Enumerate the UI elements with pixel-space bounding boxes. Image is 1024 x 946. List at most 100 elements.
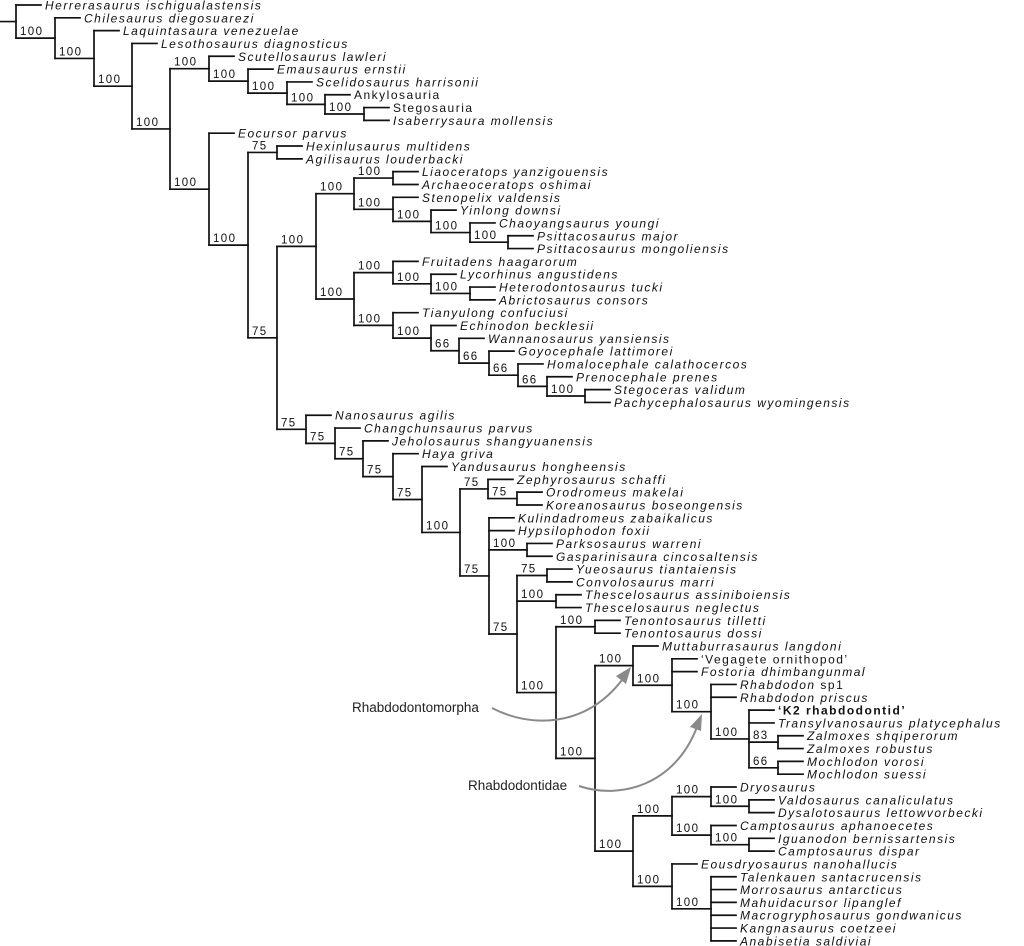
support-value: 100 xyxy=(637,673,660,685)
taxon-name: Eocursor parvus xyxy=(238,127,348,141)
taxon-name: Thescelosaurus assiniboiensis xyxy=(585,588,791,602)
taxon-label: Macrogryphosaurus gondwanicus xyxy=(740,909,963,923)
branches xyxy=(0,4,804,942)
taxon-label: Hexinlusaurus multidens xyxy=(306,140,471,154)
taxon-name: Camptosaurus dispar xyxy=(778,845,921,859)
taxon-name: Convolosaurus marri xyxy=(576,575,715,589)
taxon-name: Kulindadromeus zabaikalicus xyxy=(518,511,714,525)
taxon-name: ‘K2 rhabdodontid’ xyxy=(778,704,906,718)
taxon-label: Mochlodon suessi xyxy=(807,768,927,782)
taxon-label: Dysalotosaurus lettowvorbecki xyxy=(778,806,984,820)
support-value: 100 xyxy=(637,874,660,886)
taxon-label: Yinlong downsi xyxy=(460,204,562,218)
taxon-label: Chaoyangsaurus youngi xyxy=(499,216,660,230)
taxon-name: Eousdryosaurus nanohallucis xyxy=(701,857,898,871)
taxon-label: Herrerasaurus ischigualastensis xyxy=(45,0,262,13)
taxon-label: Agilisaurus louderbacki xyxy=(305,152,464,166)
taxon-name: Stegoceras validum xyxy=(614,383,746,397)
taxon-label: Zalmoxes shqiperorum xyxy=(806,729,959,743)
support-value: 100 xyxy=(599,654,622,666)
taxon-label: Isaberrysaura mollensis xyxy=(393,114,554,128)
support-value: 75 xyxy=(521,563,537,575)
taxon-name: Scutellosaurus lawleri xyxy=(238,50,387,64)
support-value: 100 xyxy=(174,177,197,189)
support-value: 100 xyxy=(435,221,458,233)
support-value: 100 xyxy=(715,794,738,806)
taxon-qualifier: sp1 xyxy=(816,678,845,692)
taxon-label: Transylvanosaurus platycephalus xyxy=(778,716,1002,730)
support-value: 100 xyxy=(320,287,343,299)
support-value: 100 xyxy=(213,69,236,81)
support-value: 100 xyxy=(676,897,699,909)
taxon-name: Hypsilophodon foxii xyxy=(518,524,651,538)
taxon-name: Prenocephale prenes xyxy=(576,370,719,384)
taxon-name: Tenontosaurus dossi xyxy=(624,627,763,641)
support-value: 100 xyxy=(560,615,583,627)
taxon-name: Psittacosaurus major xyxy=(537,229,679,243)
taxon-name: Fruitadens haagarorum xyxy=(422,255,578,269)
taxon-name: Heterodontosaurus tucki xyxy=(499,281,664,295)
support-value: 100 xyxy=(435,281,458,293)
support-value: 100 xyxy=(599,839,622,851)
taxon-label: Prenocephale prenes xyxy=(576,370,719,384)
annotation-rhabdodontomorpha: Rhabdodontomorpha xyxy=(352,700,479,715)
taxon-name: Tenontosaurus tilletti xyxy=(624,614,767,628)
support-value: 100 xyxy=(20,26,43,38)
support-value: 75 xyxy=(339,447,355,459)
taxon-label: Lesothosaurus diagnosticus xyxy=(161,37,349,51)
support-value: 75 xyxy=(281,417,297,429)
arrowhead-icon xyxy=(690,714,702,731)
taxon-label: Haya griva xyxy=(422,447,494,461)
taxon-label: Talenkauen santacrucensis xyxy=(740,870,922,884)
taxon-label: Thescelosaurus assiniboiensis xyxy=(585,588,791,602)
support-value: 100 xyxy=(358,166,381,178)
taxon-name: ‘Vegagete ornithopod’ xyxy=(701,652,849,666)
taxon-name: Orodromeus makelai xyxy=(546,486,684,500)
support-value: 100 xyxy=(358,261,381,273)
support-value: 66 xyxy=(435,339,451,351)
taxon-label: Iguanodon bernissartensis xyxy=(778,832,956,846)
taxon-label: Rhabdodon priscus xyxy=(740,691,869,705)
support-value: 100 xyxy=(329,102,352,114)
support-value: 75 xyxy=(310,431,326,443)
taxon-name: Zalmoxes robustus xyxy=(806,742,934,756)
taxon-label: Zephyrosaurus schaffi xyxy=(516,473,667,487)
support-value: 100 xyxy=(426,520,449,532)
taxon-name: Hexinlusaurus multidens xyxy=(306,140,471,154)
taxon-label: Laquintasaura venezuelae xyxy=(123,24,300,38)
support-value: 100 xyxy=(358,197,381,209)
taxon-name: Valdosaurus canaliculatus xyxy=(778,793,954,807)
support-value: 100 xyxy=(397,326,420,338)
taxon-name: Archaeoceratops oshimai xyxy=(421,178,592,192)
taxon-label: Psittacosaurus mongoliensis xyxy=(537,242,730,256)
taxon-label: Orodromeus makelai xyxy=(546,486,684,500)
support-value: 100 xyxy=(521,589,544,601)
taxon-name: Liaoceratops yanzigouensis xyxy=(422,165,609,179)
taxon-name: Parksosaurus warreni xyxy=(556,537,702,551)
taxon-label: Kulindadromeus zabaikalicus xyxy=(518,511,714,525)
taxon-label: Morrosaurus antarcticus xyxy=(740,883,903,897)
taxon-label: Liaoceratops yanzigouensis xyxy=(422,165,609,179)
support-value: 100 xyxy=(59,46,82,58)
taxon-name: Goyocephale lattimorei xyxy=(518,345,674,359)
taxon-name: Tianyulong confuciusi xyxy=(422,306,569,320)
taxon-label: Eocursor parvus xyxy=(238,127,348,141)
taxon-label: Mochlodon vorosi xyxy=(807,755,925,769)
taxon-name: Haya griva xyxy=(422,447,494,461)
taxon-name: Herrerasaurus ischigualastensis xyxy=(45,0,262,13)
support-value: 66 xyxy=(493,363,509,375)
taxon-name: Psittacosaurus mongoliensis xyxy=(537,242,730,256)
taxon-name: Stegosauria xyxy=(393,101,474,115)
taxon-label: Fruitadens haagarorum xyxy=(422,255,578,269)
taxon-label: Jeholosaurus shangyuanensis xyxy=(391,434,594,448)
taxon-name: Mochlodon suessi xyxy=(807,768,927,782)
support-value: 100 xyxy=(560,746,583,758)
taxon-label: Dryosaurus xyxy=(740,781,816,795)
taxon-name: Chilesaurus diegosuarezi xyxy=(84,11,255,25)
taxon-label: Convolosaurus marri xyxy=(576,575,715,589)
taxon-label: Tenontosaurus dossi xyxy=(624,627,763,641)
taxon-label: Stegoceras validum xyxy=(614,383,746,397)
taxon-name: Yinlong downsi xyxy=(460,204,562,218)
support-value: 100 xyxy=(521,681,544,693)
support-value: 75 xyxy=(397,487,413,499)
